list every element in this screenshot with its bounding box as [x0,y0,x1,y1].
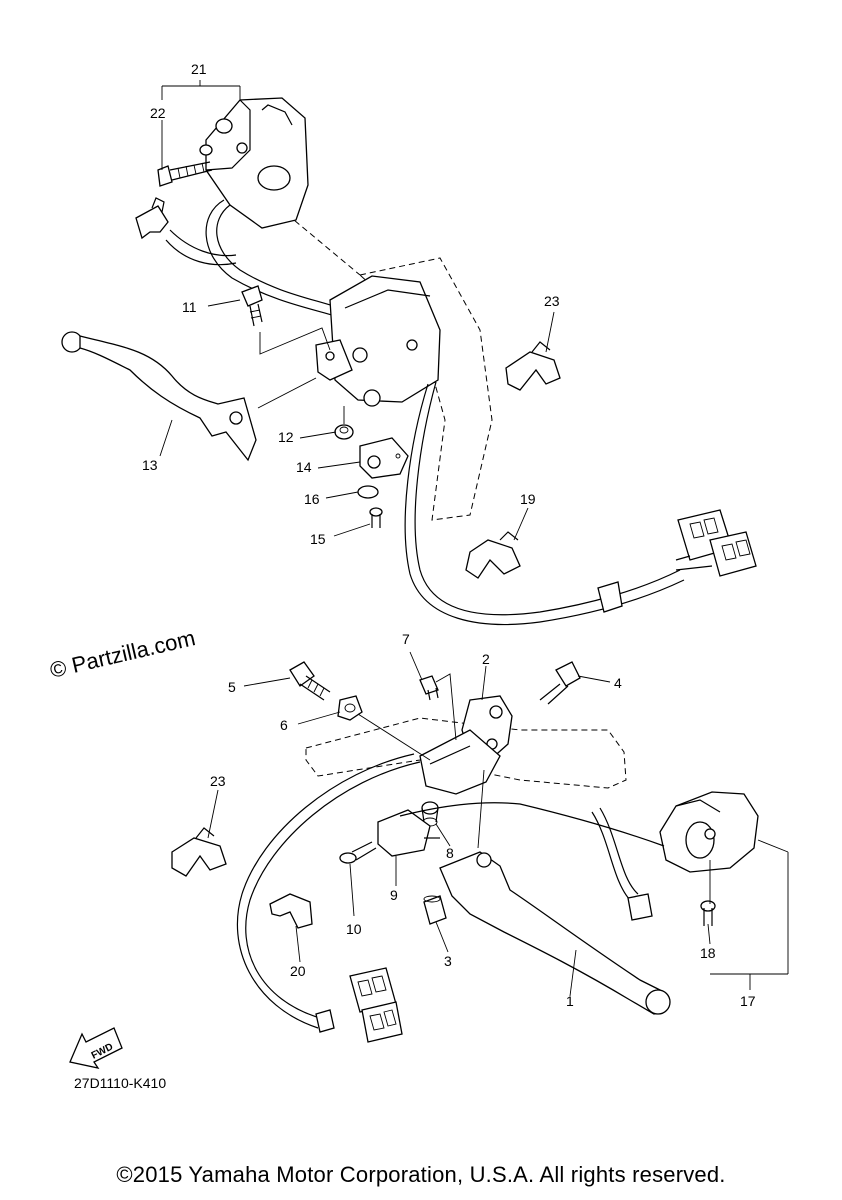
switch-9 [377,809,440,857]
screw-10 [339,841,377,864]
lower-connector [315,967,403,1043]
leader-lines [159,80,789,997]
bolt-11 [241,285,263,327]
label-14: 14 [296,459,312,475]
label-17: 17 [740,993,756,1009]
cable-grommet-upper [597,581,623,613]
upper-wire [135,197,346,319]
clamp-23-lower [171,827,227,877]
master-cylinder-upper [315,275,441,407]
label-2: 2 [482,651,490,667]
screw-18 [700,900,716,926]
bushing-3 [423,895,447,925]
label-5: 5 [228,679,236,695]
upper-main-cable [404,381,685,626]
lever-1 [439,851,671,1015]
label-12: 12 [278,429,294,445]
label-19: 19 [520,491,536,507]
lever-13 [61,331,257,462]
clamp-20 [269,893,313,929]
label-1: 1 [566,993,574,1009]
bushing-8 [421,801,439,827]
lower-wires [236,753,665,1029]
label-23-upper: 23 [544,293,560,309]
label-9: 9 [390,887,398,903]
washer-12 [334,424,354,440]
switch-housing-21 [199,97,309,229]
label-8: 8 [446,845,454,861]
label-3: 3 [444,953,452,969]
screw-22 [157,161,213,187]
clamp-23-upper [505,341,561,391]
label-6: 6 [280,717,288,733]
label-22: 22 [150,105,166,121]
label-15: 15 [310,531,326,547]
screw-15 [369,507,383,528]
diagram-code: 27D1110-K410 [74,1075,166,1091]
label-11: 11 [182,299,197,315]
label-20: 20 [290,963,306,979]
bolt-4 [539,661,581,705]
master-cylinder-lower [419,729,501,795]
label-18: 18 [700,945,716,961]
switch-14 [359,437,409,479]
label-7: 7 [402,631,410,647]
label-23-lower: 23 [210,773,226,789]
label-13: 13 [142,457,158,473]
clamp-19 [465,531,521,579]
fwd-arrow [69,1027,123,1069]
label-4: 4 [614,675,622,691]
washer-16 [357,485,379,499]
partzilla-watermark: © Partzilla.com [48,625,198,683]
switch-housing-17 [659,791,759,873]
copyright-notice: ©2015 Yamaha Motor Corporation, U.S.A. A… [116,1162,726,1187]
label-16: 16 [304,491,320,507]
part-number-labels: 21 22 11 13 12 14 16 15 23 19 7 2 5 4 6 … [142,61,756,1009]
label-10: 10 [346,921,362,937]
nut-6 [337,695,363,721]
bolt-5 [289,661,331,701]
label-21: 21 [191,61,207,77]
upper-connector [675,509,757,577]
screw-7 [419,675,439,701]
